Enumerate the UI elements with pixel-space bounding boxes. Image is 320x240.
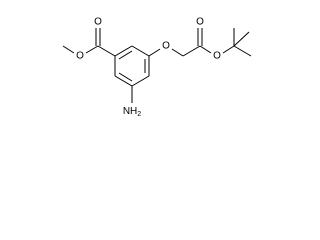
ring-double-bond-3	[118, 72, 133, 82]
ester-oxygen-to-methyl-bond	[62, 45, 75, 54]
methyl-ester-group: O O	[62, 17, 116, 62]
ester-oxygen-to-quaternary-carbon-bond	[222, 45, 235, 54]
ring-bond-4	[131, 75, 150, 87]
tert-butyl-methyl-upper-right-bond	[233, 31, 250, 47]
ring-to-carbonyl-bond	[97, 45, 116, 57]
ester-oxygen-left-label: O	[76, 51, 84, 62]
carbonyl-to-ester-oxygen-right-bond	[199, 45, 212, 54]
ring-bond-5	[114, 75, 133, 87]
ring-to-ether-oxygen-bond	[148, 48, 161, 57]
amine-nh-text: NH	[123, 106, 137, 117]
amine-group: NH2	[123, 86, 141, 118]
methylene-to-carbonyl-bond	[182, 45, 201, 57]
structure-canvas: O O NH2 O O O	[62, 17, 252, 118]
ring-bond-1	[114, 45, 133, 57]
carbonyl-oxygen-left-label: O	[94, 17, 102, 28]
ether-oxygen-to-methylene-bond	[171, 48, 184, 57]
ring-bond-2	[131, 45, 150, 57]
carbonyl-oxygen-right-label: O	[196, 17, 204, 28]
ring-double-bond-1	[118, 50, 133, 60]
benzene-ring	[114, 45, 150, 87]
tert-butyl-methyl-right-bond	[233, 45, 252, 57]
tert-butyl-oxyacetate-group: O O O	[148, 17, 252, 62]
carbonyl-to-ester-oxygen-bond	[85, 45, 99, 54]
amine-subscript: 2	[137, 111, 141, 118]
molecule-structure: O O NH2 O O O	[62, 17, 252, 118]
ether-oxygen-label: O	[162, 41, 170, 52]
amine-label: NH2	[123, 106, 141, 118]
ester-oxygen-right-label: O	[213, 51, 221, 62]
